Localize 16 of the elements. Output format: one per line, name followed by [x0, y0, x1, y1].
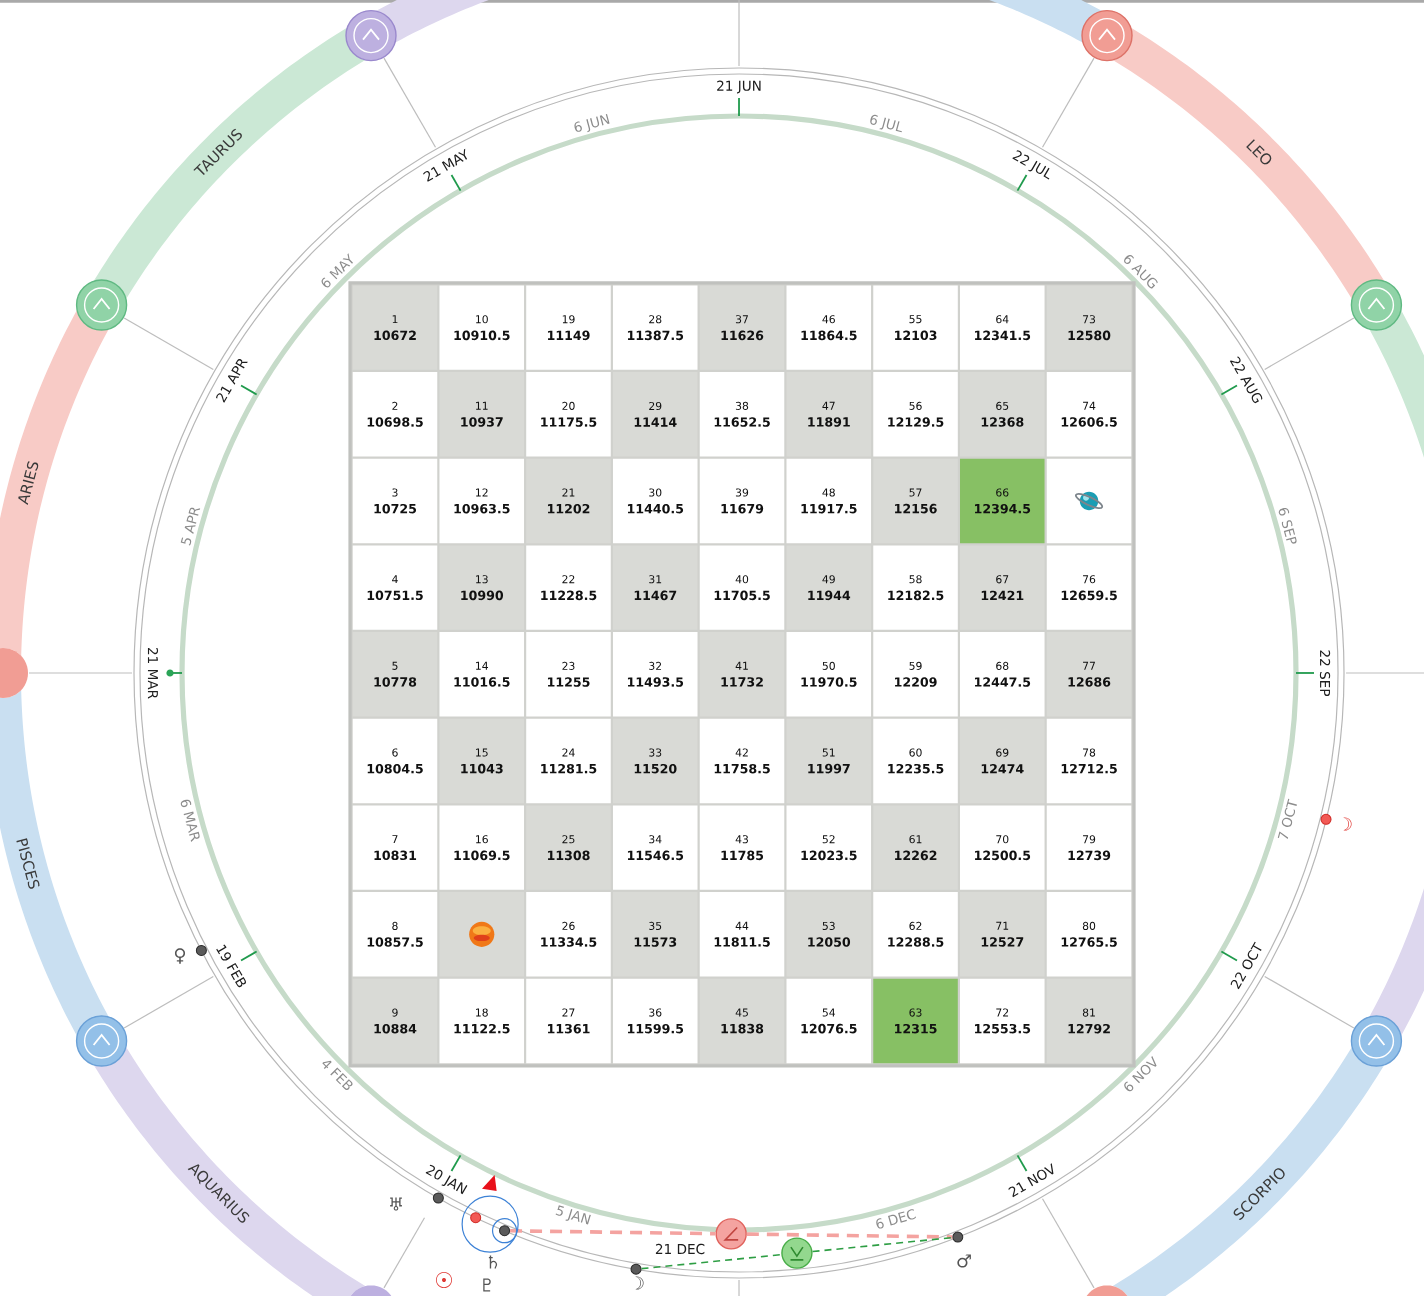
zodiac-band — [1369, 888, 1424, 1037]
aspect-line — [510, 1229, 716, 1236]
planet-symbol: ♇ — [483, 1278, 491, 1292]
aspect-line — [746, 1232, 953, 1239]
aspect-line — [640, 1253, 783, 1270]
planet-symbol: ♅ — [390, 1197, 402, 1211]
planet-symbol: ♄ — [488, 1255, 498, 1269]
zodiac-band — [1369, 309, 1424, 458]
zodiac-band — [375, 0, 489, 43]
planet-symbol: ♀ — [174, 948, 186, 964]
zodiac-band — [989, 0, 1103, 43]
planet-symbol: ☽ — [635, 1276, 644, 1290]
planet-symbol: ♂ — [957, 1254, 971, 1268]
aspect-line — [811, 1236, 954, 1253]
planet-symbol: ☽ — [1343, 817, 1352, 831]
planet-symbol: ☉ — [435, 1271, 452, 1289]
